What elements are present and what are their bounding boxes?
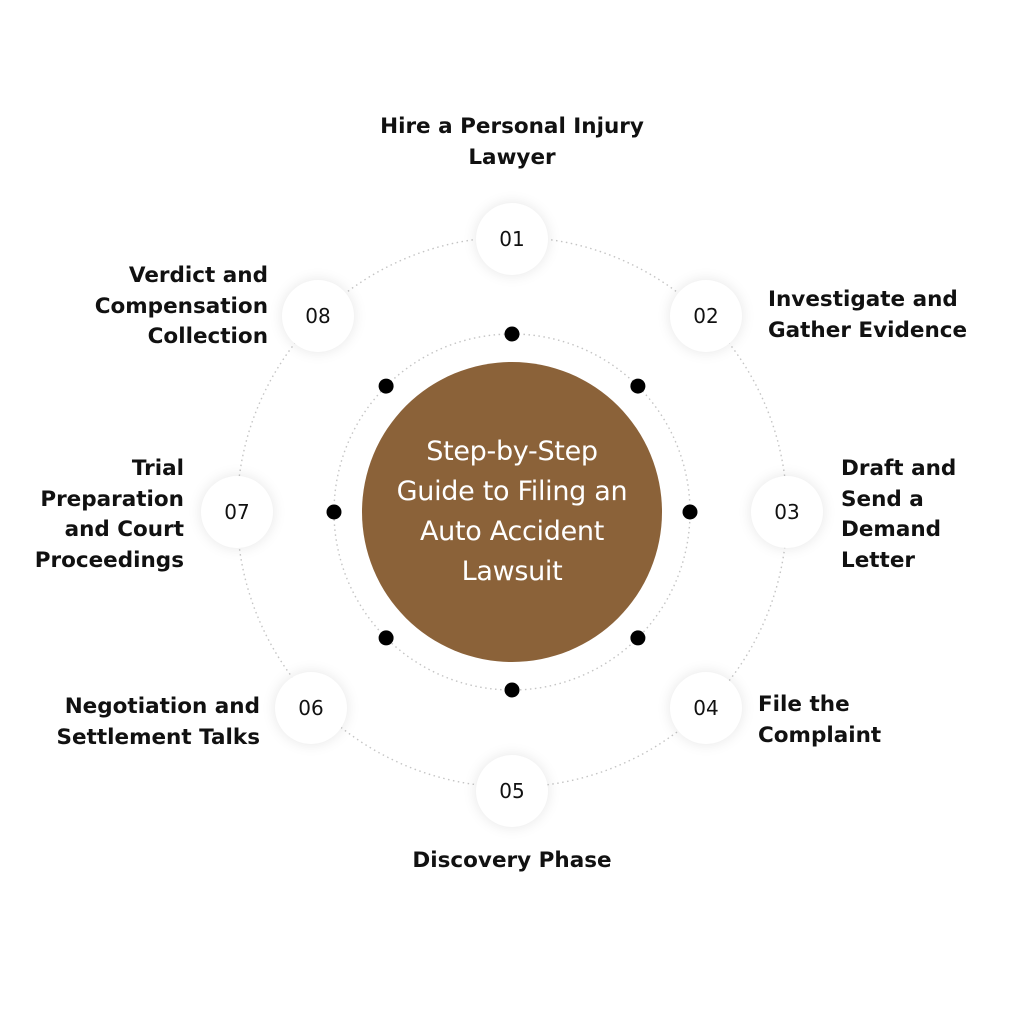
ring-dot bbox=[630, 630, 646, 646]
ring-dot bbox=[326, 504, 342, 520]
step-node-04: 04 bbox=[670, 672, 742, 744]
step-number: 05 bbox=[499, 779, 525, 803]
step-node-03: 03 bbox=[751, 476, 823, 548]
ring-dot bbox=[682, 504, 698, 520]
step-number: 01 bbox=[499, 227, 525, 251]
center-hub: Step-by-Step Guide to Filing an Auto Acc… bbox=[362, 362, 662, 662]
step-label-06: Negotiation and Settlement Talks bbox=[56, 694, 261, 750]
step-label-03: Draft and Send a Demand Letter bbox=[841, 456, 957, 573]
step-number: 03 bbox=[774, 500, 800, 524]
step-label-05: Discovery Phase bbox=[412, 848, 612, 873]
step-node-05: 05 bbox=[476, 755, 548, 827]
step-label-08: Verdict and Compensation Collection bbox=[94, 263, 268, 349]
step-node-08: 08 bbox=[282, 280, 354, 352]
step-node-02: 02 bbox=[670, 280, 742, 352]
step-label-07: Trial Preparation and Court Proceedings bbox=[34, 456, 184, 573]
step-label-02: Investigate and Gather Evidence bbox=[768, 287, 968, 343]
step-node-06: 06 bbox=[275, 672, 347, 744]
step-number: 04 bbox=[693, 696, 719, 720]
step-number: 06 bbox=[298, 696, 324, 720]
step-label-04: File the Complaint bbox=[758, 692, 882, 748]
ring-dot bbox=[504, 682, 520, 698]
ring-dot bbox=[378, 378, 394, 394]
ring-dot bbox=[630, 378, 646, 394]
step-node-01: 01 bbox=[476, 203, 548, 275]
step-number: 07 bbox=[224, 500, 250, 524]
ring-dot bbox=[378, 630, 394, 646]
step-label-01: Hire a Personal Injury Lawyer bbox=[380, 114, 644, 170]
ring-dot bbox=[504, 326, 520, 342]
step-number: 02 bbox=[693, 304, 719, 328]
diagram-title: Step-by-Step Guide to Filing an Auto Acc… bbox=[396, 436, 628, 587]
inner-ring-dots bbox=[326, 326, 698, 698]
step-node-07: 07 bbox=[201, 476, 273, 548]
step-number: 08 bbox=[305, 304, 331, 328]
